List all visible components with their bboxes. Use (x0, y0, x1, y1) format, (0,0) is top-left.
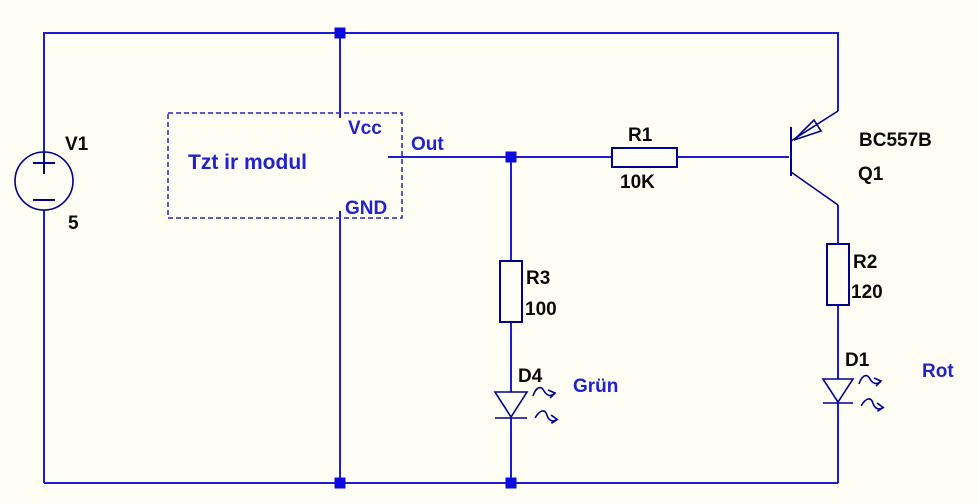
led-light-arrows-icon (532, 386, 560, 426)
pin-label-vcc: Vcc (348, 118, 382, 139)
q1-ref-label: Q1 (858, 164, 884, 185)
r1-value: 10K (620, 172, 655, 193)
voltage-source-v1: V1 5 (14, 134, 89, 234)
led-light-arrows-icon (858, 374, 886, 414)
junction-dots (334, 27, 517, 489)
q1-part-label: BC557B (859, 130, 932, 151)
led-d4-symbol: D4 Grün (493, 366, 618, 426)
v1-label: V1 (65, 134, 89, 155)
d1-color-label: Rot (922, 361, 954, 382)
module-box (167, 112, 403, 219)
r3-value: 100 (525, 299, 557, 320)
module-title: Tzt ir modul (188, 151, 307, 174)
transistor-q1-symbol: BC557B Q1 (790, 110, 932, 206)
plus-icon (33, 152, 55, 174)
wire-top-rail (43, 32, 839, 152)
net-label-out: Out (411, 134, 444, 155)
r3-label: R3 (526, 268, 550, 289)
resistor-r1: R1 10K (611, 125, 678, 193)
resistor-r3-body (499, 260, 523, 323)
d4-color-label: Grün (573, 376, 618, 397)
resistor-r2: R2 120 (826, 243, 883, 306)
d4-triangle (493, 391, 529, 419)
junction-dot (505, 477, 517, 489)
resistor-r2-body (826, 243, 850, 306)
resistor-r3: R3 100 (499, 260, 557, 323)
module-tzt-ir: Tzt ir modul Vcc GND Out (167, 112, 444, 219)
d4-label: D4 (518, 366, 543, 387)
junction-dot (334, 477, 346, 489)
d1-triangle (821, 378, 855, 404)
q1-collector-line (790, 171, 839, 206)
r1-label: R1 (628, 125, 653, 146)
led-d1-symbol: D1 Rot (821, 350, 954, 414)
q1-emitter-arrow-icon (793, 118, 823, 141)
pin-label-gnd: GND (345, 198, 387, 219)
d1-label: D1 (845, 350, 870, 371)
junction-dot (505, 151, 517, 163)
wire-net (43, 32, 839, 484)
junction-dot (334, 27, 346, 39)
v1-value: 5 (68, 213, 79, 234)
resistor-r1-body (611, 147, 678, 168)
r2-value: 120 (851, 282, 883, 303)
r2-label: R2 (853, 252, 877, 273)
